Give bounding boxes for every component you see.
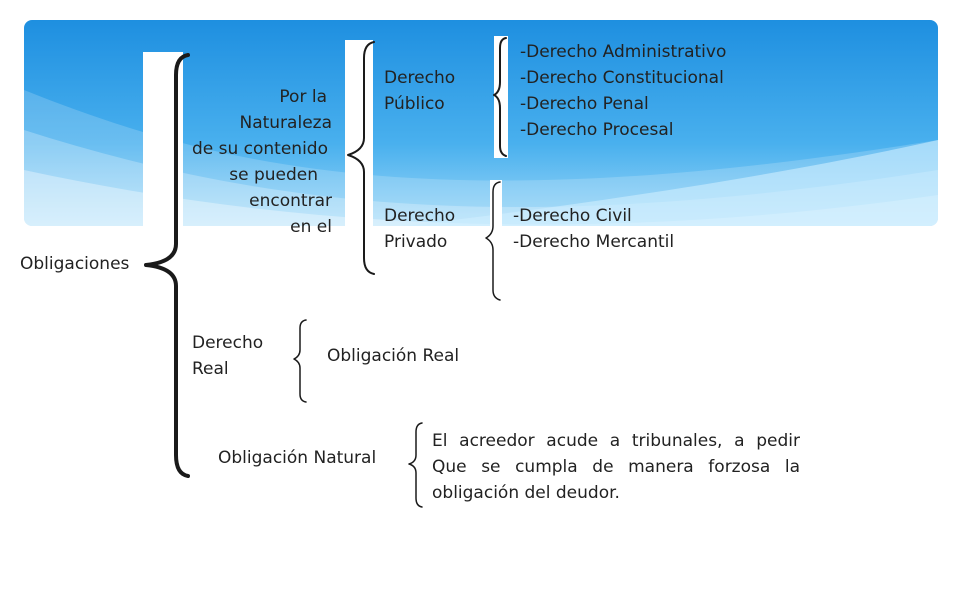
natural-description-line: Que se cumpla de manera forzosa la xyxy=(432,457,800,477)
natural-title: Obligación Natural xyxy=(218,448,377,468)
naturaleza-line: Naturaleza xyxy=(239,113,332,133)
root-bracket xyxy=(144,53,190,478)
real-title-line: Derecho xyxy=(192,333,264,353)
publico-items: -Derecho Administrativo -Derecho Constit… xyxy=(520,39,726,143)
publico-item: -Derecho Procesal xyxy=(520,120,674,140)
naturaleza-line: Por la xyxy=(279,87,327,107)
naturaleza-bracket xyxy=(347,41,375,275)
natural-description-line: obligación del deudor. xyxy=(432,483,620,503)
naturaleza-line: se pueden xyxy=(229,165,318,185)
publico-title: Derecho Público xyxy=(384,65,455,117)
natural-description: El acreedor acude a tribunales, a pedir … xyxy=(432,428,800,506)
naturaleza-bracket-backdrop xyxy=(345,40,373,226)
privado-bracket xyxy=(485,181,501,301)
real-title: Derecho Real xyxy=(192,330,263,382)
naturaleza-text: Por la Naturaleza de su contenido se pue… xyxy=(170,84,332,240)
publico-item: -Derecho Penal xyxy=(520,94,649,114)
natural-bracket xyxy=(408,422,423,508)
naturaleza-line: encontrar xyxy=(249,191,332,211)
publico-title-line: Público xyxy=(384,94,445,114)
real-bracket xyxy=(293,319,307,403)
privado-title-line: Derecho xyxy=(384,206,456,226)
naturaleza-line: en el xyxy=(290,217,332,237)
real-item: Obligación Real xyxy=(327,346,460,366)
privado-title: Derecho Privado xyxy=(384,203,455,255)
real-title-line: Real xyxy=(192,359,229,379)
publico-bracket xyxy=(493,37,507,157)
privado-item: -Derecho Mercantil xyxy=(513,232,675,252)
privado-item: -Derecho Civil xyxy=(513,206,632,226)
publico-title-line: Derecho xyxy=(384,68,456,88)
publico-item: -Derecho Administrativo xyxy=(520,42,727,62)
naturaleza-line: de su contenido xyxy=(191,139,328,159)
natural-description-line: El acreedor acude a tribunales, a pedir xyxy=(432,431,800,451)
root-label: Obligaciones xyxy=(20,254,130,274)
publico-item: -Derecho Constitucional xyxy=(520,68,724,88)
privado-items: -Derecho Civil -Derecho Mercantil xyxy=(513,203,674,255)
publico-bracket-backdrop xyxy=(494,36,508,158)
privado-title-line: Privado xyxy=(384,232,448,252)
